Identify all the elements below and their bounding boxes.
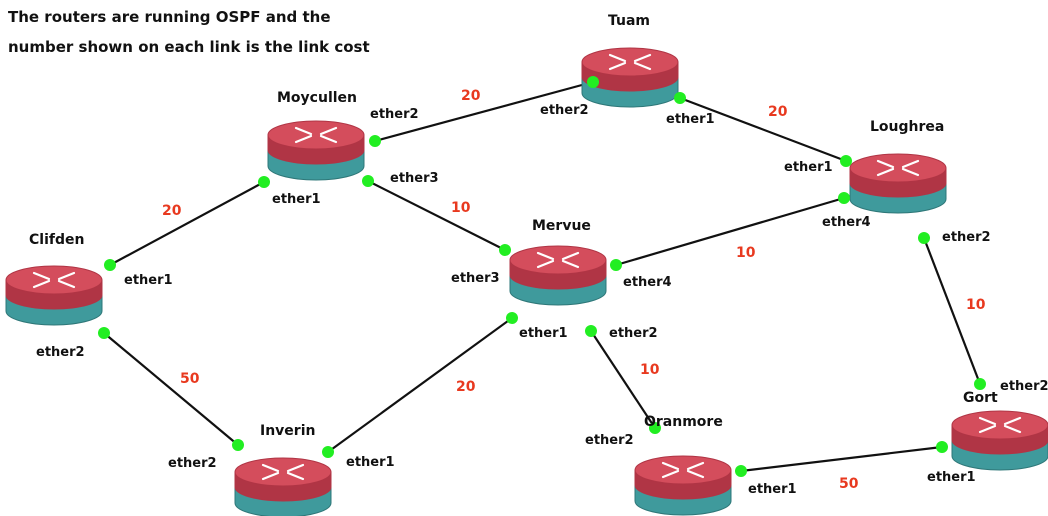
router-arrows-icon (876, 159, 920, 177)
port-dot-mervue-ether2 (585, 325, 597, 337)
port-dot-mervue-ether4 (610, 259, 622, 271)
router-arrows-icon (32, 271, 76, 289)
router-name-oranmore: Oranmore (644, 414, 723, 430)
port-label-loughrea-ether2: ether2 (942, 230, 991, 245)
port-dot-inverin-ether2 (232, 439, 244, 451)
link-cost-loughrea-gort: 10 (966, 297, 986, 313)
link-clifden-moycullen (109, 181, 265, 266)
router-name-inverin: Inverin (260, 423, 316, 439)
port-dot-gort-ether1 (936, 441, 948, 453)
router-name-gort: Gort (963, 390, 998, 406)
router-arrows-icon (294, 126, 338, 144)
port-label-mervue-ether1: ether1 (519, 326, 568, 341)
link-cost-moycullen-mervue: 10 (451, 200, 471, 216)
port-label-mervue-ether2: ether2 (609, 326, 658, 341)
port-dot-loughrea-ether1 (840, 155, 852, 167)
router-name-moycullen: Moycullen (277, 90, 358, 106)
port-dot-tuam-ether1 (674, 92, 686, 104)
port-label-loughrea-ether1: ether1 (784, 160, 833, 175)
link-tuam-loughrea (679, 96, 847, 163)
router-gort (951, 410, 1048, 471)
port-label-oranmore-ether1: ether1 (748, 482, 797, 497)
link-oranmore-gort (740, 445, 943, 473)
port-label-mervue-ether3: ether3 (451, 271, 500, 286)
link-mervue-oranmore (590, 330, 656, 429)
router-tuam (581, 47, 679, 108)
port-dot-oranmore-ether1 (735, 465, 747, 477)
link-cost-inverin-mervue: 20 (456, 379, 476, 395)
port-dot-loughrea-ether2 (918, 232, 930, 244)
link-cost-clifden-moycullen: 20 (162, 203, 182, 219)
diagram-title-line-2: number shown on each link is the link co… (8, 38, 370, 56)
port-label-inverin-ether2: ether2 (168, 456, 217, 471)
port-label-tuam-ether2: ether2 (540, 103, 589, 118)
router-moycullen (267, 120, 365, 181)
diagram-title-line-1: The routers are running OSPF and the (8, 8, 331, 26)
router-arrows-icon (978, 416, 1022, 434)
port-label-moycullen-ether3: ether3 (390, 171, 439, 186)
link-moycullen-tuam (374, 80, 594, 143)
router-name-clifden: Clifden (29, 232, 85, 248)
port-label-gort-ether2: ether2 (1000, 379, 1048, 394)
router-arrows-icon (661, 461, 705, 479)
port-dot-moycullen-ether2 (369, 135, 381, 147)
port-dot-gort-ether2 (974, 378, 986, 390)
link-inverin-mervue (327, 317, 513, 453)
port-dot-oranmore-ether2 (649, 422, 661, 434)
link-loughrea-gort (922, 237, 982, 385)
router-clifden (5, 265, 103, 326)
router-arrows-icon (608, 53, 652, 71)
link-mervue-loughrea (615, 196, 845, 267)
router-name-tuam: Tuam (608, 13, 651, 29)
link-clifden-inverin (103, 332, 239, 446)
router-mervue (509, 245, 607, 306)
router-inverin (234, 457, 332, 516)
router-name-mervue: Mervue (532, 218, 591, 234)
link-cost-moycullen-tuam: 20 (461, 88, 481, 104)
link-cost-mervue-loughrea: 10 (736, 245, 756, 261)
port-label-loughrea-ether4: ether4 (822, 215, 871, 230)
router-arrows-icon (261, 463, 305, 481)
router-oranmore (634, 455, 732, 516)
port-label-moycullen-ether2: ether2 (370, 107, 419, 122)
port-label-clifden-ether2: ether2 (36, 345, 85, 360)
port-label-clifden-ether1: ether1 (124, 273, 173, 288)
port-label-inverin-ether1: ether1 (346, 455, 395, 470)
link-cost-tuam-loughrea: 20 (768, 104, 788, 120)
link-moycullen-mervue (367, 180, 506, 251)
port-dot-inverin-ether1 (322, 446, 334, 458)
port-dot-mervue-ether1 (506, 312, 518, 324)
router-loughrea (849, 153, 947, 214)
port-dot-loughrea-ether4 (838, 192, 850, 204)
link-cost-mervue-oranmore: 10 (640, 362, 660, 378)
port-dot-moycullen-ether1 (258, 176, 270, 188)
port-dot-clifden-ether2 (98, 327, 110, 339)
router-name-loughrea: Loughrea (870, 119, 945, 135)
port-dot-clifden-ether1 (104, 259, 116, 271)
port-label-mervue-ether4: ether4 (623, 275, 672, 290)
port-dot-mervue-ether3 (499, 244, 511, 256)
port-dot-moycullen-ether3 (362, 175, 374, 187)
port-label-oranmore-ether2: ether2 (585, 433, 634, 448)
router-arrows-icon (536, 251, 580, 269)
link-cost-oranmore-gort: 50 (839, 476, 859, 492)
link-cost-clifden-inverin: 50 (180, 371, 200, 387)
port-label-tuam-ether1: ether1 (666, 112, 715, 127)
port-dot-tuam-ether2 (587, 76, 599, 88)
port-label-moycullen-ether1: ether1 (272, 192, 321, 207)
port-label-gort-ether1: ether1 (927, 470, 976, 485)
